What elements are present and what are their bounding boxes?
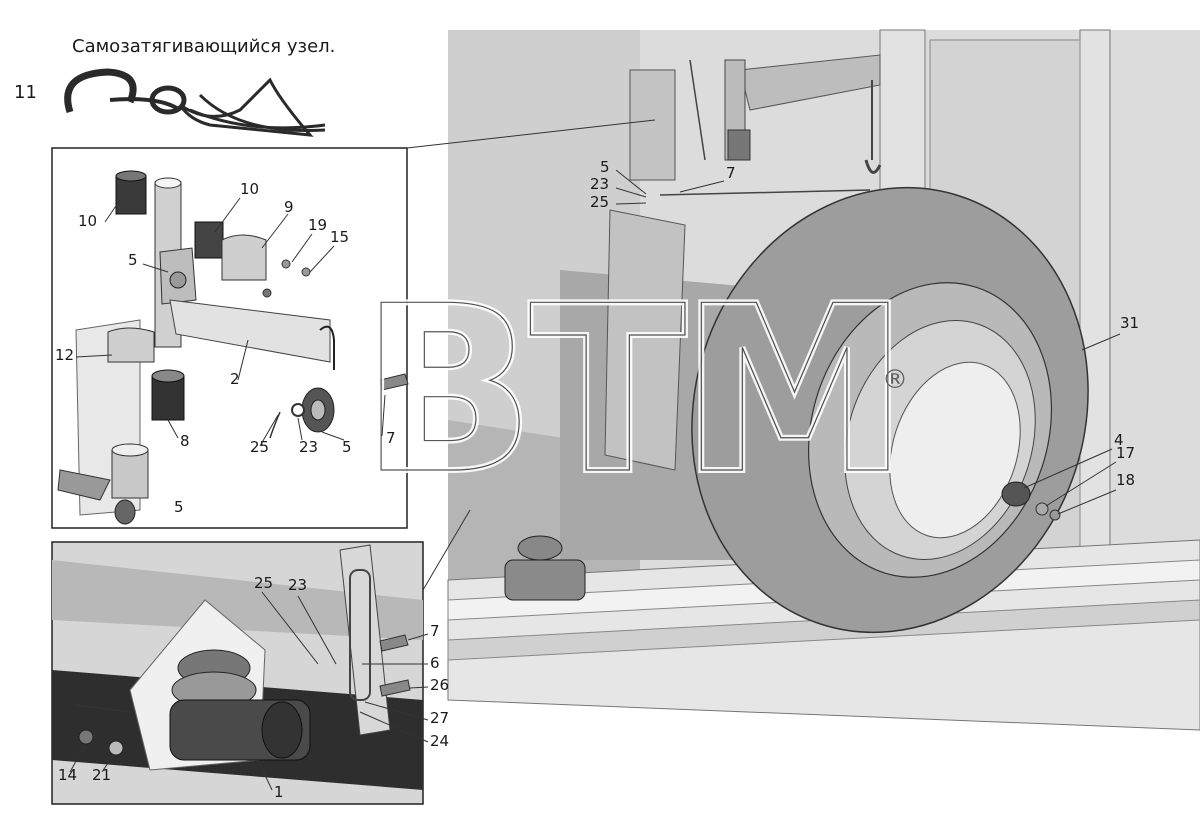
- callout-main-23: 23: [590, 175, 609, 193]
- callout-inset-8: 8: [180, 432, 190, 450]
- callout-winch-21: 21: [92, 766, 111, 784]
- leader-main-23: [615, 187, 647, 198]
- callout-winch-25: 25: [254, 574, 273, 592]
- callout-inset-10: 10: [240, 180, 259, 198]
- callout-inset-19: 19: [308, 216, 327, 234]
- callout-knot-11: 11: [14, 82, 37, 103]
- callout-inset-7: 7: [386, 429, 396, 447]
- callout-winch-26: 26: [430, 676, 449, 694]
- callout-inset-23: 23: [299, 438, 318, 456]
- callout-main-25: 25: [590, 193, 609, 211]
- leader-main-4: [1023, 448, 1113, 489]
- watermark-text: BTM: [360, 258, 903, 525]
- callout-winch-7: 7: [430, 622, 440, 640]
- leader-winch-7: [407, 633, 429, 641]
- winch-inset: [51, 541, 424, 805]
- leader-winch-25: [261, 591, 319, 665]
- leader-inset-5: [321, 431, 345, 441]
- leader-inset-9: [261, 213, 289, 249]
- leader-lines: [69, 169, 1121, 791]
- callout-main-7: 7: [726, 164, 736, 182]
- callout-winch-23: 23: [288, 576, 307, 594]
- callout-inset-5: 5: [174, 498, 184, 516]
- callout-winch-24: 24: [430, 732, 449, 750]
- leader-main-31: [1081, 333, 1121, 351]
- leader-inset-10: [104, 199, 121, 223]
- knot-illustration: [64, 68, 326, 137]
- leader-inset-2: [237, 339, 249, 381]
- leader-main-5: [615, 169, 647, 195]
- leader-inset-15: [309, 245, 335, 273]
- knot-caption: Самозатягивающийся узел.: [72, 36, 336, 57]
- callout-inset-15: 15: [330, 228, 349, 246]
- callout-main-4: 4: [1114, 431, 1124, 449]
- callout-inset-9: 9: [284, 198, 294, 216]
- leader-winch-26: [409, 686, 429, 689]
- leader-inset-19: [291, 233, 313, 263]
- callout-inset-5: 5: [128, 251, 138, 269]
- callout-main-17: 17: [1116, 444, 1135, 462]
- connector-lines: [406, 119, 656, 591]
- callout-winch-27: 27: [430, 709, 449, 727]
- callout-inset-10: 10: [78, 212, 97, 230]
- leader-main-7: [679, 180, 725, 193]
- main-view: [447, 29, 1200, 731]
- leader-winch-27: [364, 701, 429, 721]
- leader-inset-23: [297, 417, 303, 441]
- callout-inset-25: 25: [250, 438, 269, 456]
- callout-main-18: 18: [1116, 471, 1135, 489]
- callout-winch-1: 1: [274, 783, 284, 801]
- callout-inset-2: 2: [230, 370, 240, 388]
- leader-inset-12: [75, 354, 113, 358]
- leader-main-25: [615, 202, 647, 205]
- leader-winch-24: [359, 711, 429, 743]
- callout-main-5: 5: [600, 158, 610, 176]
- callout-inset-12: 12: [55, 346, 74, 364]
- leader-winch-23: [297, 595, 337, 665]
- watermark-text-outline: BTM: [360, 258, 903, 525]
- leader-winch-1: [257, 759, 273, 791]
- leader-inset-5: [142, 263, 169, 273]
- leader-inset-10: [214, 197, 241, 233]
- leader-inset-25: [259, 414, 279, 447]
- leader-winch-21: [101, 753, 115, 773]
- exploded-inset: [51, 147, 409, 529]
- leader-main-18: [1057, 489, 1117, 515]
- leader-main-17: [1045, 461, 1117, 507]
- leader-winch-14: [69, 744, 86, 773]
- leader-inset-8: [167, 419, 179, 439]
- registered-mark: ®: [882, 365, 908, 395]
- leader-inset-7: [381, 394, 386, 437]
- callout-winch-14: 14: [58, 766, 77, 784]
- callout-winch-6: 6: [430, 654, 440, 672]
- btm-watermark: BTM BTM ®: [357, 255, 912, 528]
- callout-inset-5: 5: [342, 438, 352, 456]
- callout-main-31: 31: [1120, 314, 1139, 332]
